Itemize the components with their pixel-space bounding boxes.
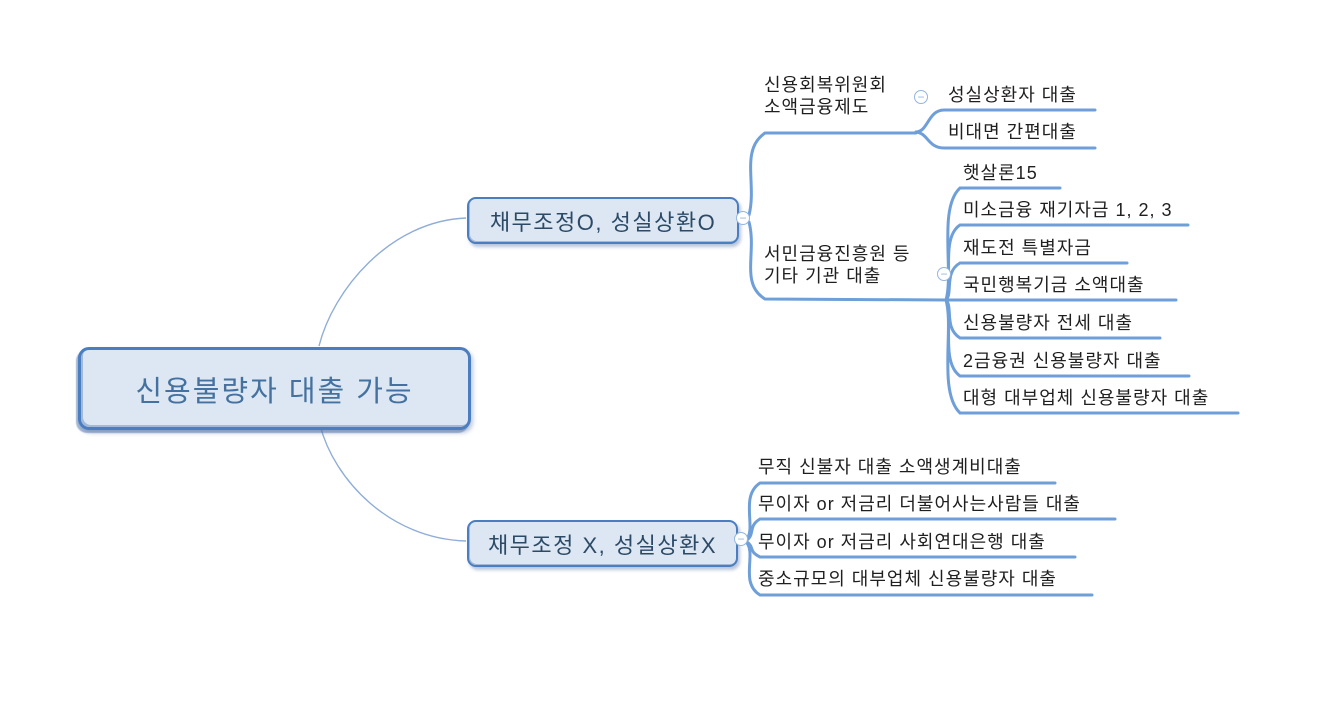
connector-branch2-leaf2 (745, 517, 1117, 542)
branch1-node-label: 채무조정O, 성실상환O (489, 209, 717, 235)
leaf-sunshine-loan-15[interactable]: 햇살론15 (963, 163, 1038, 183)
root-node-label: 신용불량자 대출 가능 (135, 375, 414, 408)
leaf-unemployed-livelihood-loan[interactable]: 무직 신불자 대출 소액생계비대출 (758, 457, 1022, 477)
minus-icon: − (737, 532, 745, 546)
connector-branch2-leaf4 (745, 541, 1094, 597)
collapse-toggle-branch2[interactable]: − (734, 532, 748, 546)
leaf-small-lender-loan[interactable]: 중소규모의 대부업체 신용불량자 대출 (758, 569, 1057, 589)
root-node[interactable]: 신용불량자 대출 가능 (78, 347, 471, 430)
leaf-deobureo-people-loan[interactable]: 무이자 or 저금리 더불어사는사람들 대출 (758, 494, 1081, 514)
collapse-toggle-subtopic1[interactable]: − (914, 90, 928, 104)
collapse-toggle-branch1[interactable]: − (736, 211, 750, 225)
minus-icon: − (917, 90, 925, 104)
leaf-second-tier-loan[interactable]: 2금융권 신용불량자 대출 (963, 351, 1162, 371)
leaf-large-lender-loan[interactable]: 대형 대부업체 신용불량자 대출 (963, 388, 1210, 408)
connector-subtopic2-leaf3 (944, 261, 1129, 302)
leaf-national-happiness-fund-loan[interactable]: 국민행복기금 소액대출 (963, 275, 1145, 295)
leaf-social-solidarity-bank-loan[interactable]: 무이자 or 저금리 사회연대은행 대출 (758, 532, 1046, 552)
connector-subtopic1-leaf1 (914, 108, 1097, 134)
connector-root-to-branch2 (319, 424, 467, 542)
subtopic-credit-recovery-committee[interactable]: 신용회복위원회 소액금융제도 (764, 75, 887, 117)
minus-icon: − (739, 211, 747, 225)
connector-root-to-branch1 (318, 217, 467, 347)
branch2-node[interactable]: 채무조정 X, 성실상환X (467, 520, 738, 567)
leaf-contactless-easy-loan[interactable]: 비대면 간편대출 (948, 122, 1077, 142)
collapse-toggle-subtopic2[interactable]: − (937, 267, 951, 281)
connector-branch1-to-subtopic2 (747, 220, 948, 302)
minus-icon: − (940, 267, 948, 281)
subtopic-seomin-finance-agency[interactable]: 서민금융진흥원 등 기타 기관 대출 (764, 244, 911, 286)
connector-subtopic1-leaf2 (914, 130, 1097, 150)
connector-subtopic2-leaf7 (944, 298, 1240, 415)
connector-branch2-leaf1 (745, 481, 1057, 541)
branch2-node-label: 채무조정 X, 성실상환X (487, 532, 718, 558)
leaf-miso-restart-fund[interactable]: 미소금융 재기자금 1, 2, 3 (963, 200, 1173, 220)
branch1-node[interactable]: 채무조정O, 성실상환O (467, 197, 739, 244)
connector-branch1-to-subtopic1 (747, 131, 918, 217)
leaf-faithful-repayer-loan[interactable]: 성실상환자 대출 (948, 85, 1077, 105)
leaf-jeonse-loan[interactable]: 신용불량자 전세 대출 (963, 313, 1134, 333)
leaf-rechallenge-special-fund[interactable]: 재도전 특별자금 (963, 238, 1092, 258)
